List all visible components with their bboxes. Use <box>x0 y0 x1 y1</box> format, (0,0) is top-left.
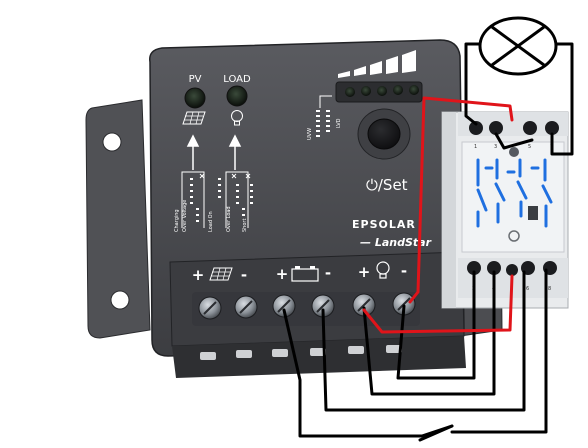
mount-hole-bottom <box>110 290 130 310</box>
status-short: Short <box>242 219 248 232</box>
wire-load-plus <box>362 270 496 396</box>
svg-text:6: 6 <box>526 286 529 292</box>
battery-icon <box>291 266 319 282</box>
wire-load-minus <box>396 270 476 380</box>
status-brackets <box>181 171 249 228</box>
wire-red-top <box>408 96 514 304</box>
set-label: ⏻/Set <box>366 176 408 194</box>
solar-panel-icon <box>182 111 206 125</box>
terminal-load-minus: - <box>401 262 407 280</box>
wire-lamp-left <box>464 42 482 126</box>
wire-bat-minus <box>321 270 526 412</box>
mount-flange-left <box>85 99 151 339</box>
brand-label: EPSOLAR <box>352 218 416 231</box>
svg-text:8: 8 <box>548 286 551 292</box>
wire-relay-top-jumper <box>494 132 534 150</box>
terminal-bat-plus: + <box>276 265 289 283</box>
wire-bat-plus <box>282 308 454 438</box>
model-label: — LandStar <box>360 236 432 249</box>
set-button[interactable] <box>357 108 411 160</box>
lvd-indicator-block: UVW LVD <box>307 95 342 140</box>
load-indicator-led <box>226 85 248 107</box>
lvd-label: LVD <box>336 118 342 128</box>
status-code-bars <box>190 178 253 222</box>
svg-text:3: 3 <box>494 144 497 150</box>
black-wires <box>282 42 574 438</box>
lamp-icon <box>478 16 558 76</box>
load-label: LOAD <box>223 74 251 85</box>
mount-hole-top <box>102 132 122 152</box>
solar-panel-icon <box>209 267 233 281</box>
battery-level-bars <box>338 50 416 78</box>
terminal-load-plus: + <box>358 263 371 281</box>
status-charging: Charging <box>174 209 180 232</box>
red-wires <box>362 96 514 334</box>
pv-indicator-led <box>184 87 206 109</box>
battery-level-leds <box>335 81 423 103</box>
pv-label: PV <box>189 74 202 85</box>
status-x-marks <box>199 173 251 179</box>
status-over-voltage: Over Voltage <box>182 200 188 232</box>
svg-text:5: 5 <box>528 144 531 150</box>
relay-top-terminals <box>469 121 559 157</box>
relay-contactor: 1 3 5 7 2 4 6 8 <box>441 111 569 309</box>
terminal-pv-minus: - <box>241 266 247 284</box>
terminal-screws <box>192 292 420 326</box>
bulb-icon <box>231 110 243 126</box>
uvw-label: UVW <box>307 128 313 140</box>
vent-slots <box>200 345 402 360</box>
relay-contact-symbols <box>476 158 553 228</box>
terminal-pv-plus: + <box>192 266 205 284</box>
status-load-on: Load On <box>208 211 214 232</box>
bulb-icon <box>376 261 390 279</box>
wire-switch-return <box>450 268 548 434</box>
svg-text:1: 1 <box>474 144 477 150</box>
terminal-bat-minus: - <box>325 264 331 282</box>
wire-lamp-right <box>550 42 574 156</box>
solar-charge-controller: PV LOAD Charging <box>85 39 503 378</box>
wire-red-bottom <box>362 274 514 334</box>
status-over-load: Over Load <box>226 206 232 232</box>
switch-icon <box>418 424 454 442</box>
status-arrows <box>186 134 242 170</box>
